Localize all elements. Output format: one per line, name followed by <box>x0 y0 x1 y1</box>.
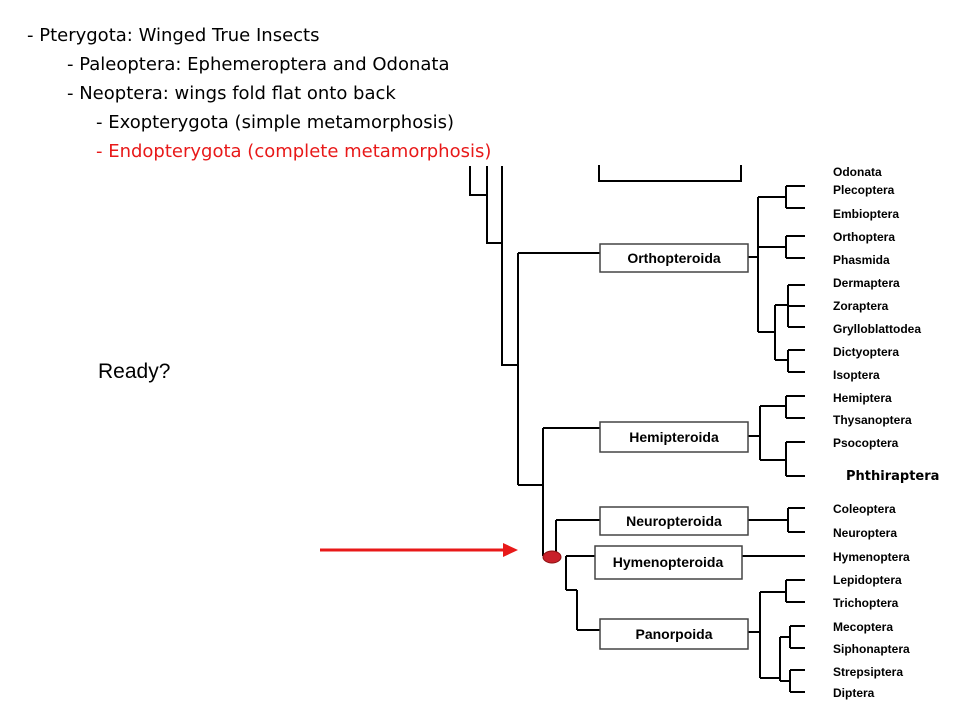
taxon-label: Coleoptera <box>833 502 896 516</box>
phthiraptera-annotation: Phthiraptera <box>846 469 940 484</box>
taxon-label: Trichoptera <box>833 596 899 610</box>
hemipteroida-box <box>599 421 749 453</box>
taxon-label: Mecoptera <box>833 620 893 634</box>
bullet-line: - Exopterygota (simple metamorphosis) <box>96 112 454 133</box>
taxon-label: Strepsiptera <box>833 665 903 679</box>
bullet-line: - Paleoptera: Ephemeroptera and Odonata <box>67 54 450 75</box>
taxon-label: Isoptera <box>833 368 880 382</box>
text-backdrop <box>0 0 560 166</box>
taxon-label: Dermaptera <box>833 276 900 290</box>
red-arrow-icon <box>320 543 518 557</box>
group-label: Hemipteroida <box>629 429 719 445</box>
taxon-label: Phasmida <box>833 253 890 267</box>
bullet-line-highlighted: - Endopterygota (complete metamorphosis) <box>96 141 492 162</box>
taxon-label: Dictyoptera <box>833 345 899 359</box>
group-label: Orthopteroida <box>627 250 721 266</box>
taxon-label: Diptera <box>833 686 875 700</box>
tree-branches <box>469 165 805 693</box>
taxon-label: Thysanoptera <box>833 413 912 427</box>
taxon-label: Embioptera <box>833 207 899 221</box>
group-label: Panorpoida <box>635 626 712 642</box>
taxon-label: Odonata <box>833 165 882 179</box>
taxon-label: Hemiptera <box>833 391 892 405</box>
hymenopteroida-box <box>594 545 743 580</box>
taxon-label: Lepidoptera <box>833 573 902 587</box>
panorpoida-box <box>599 618 749 650</box>
ready-prompt: Ready? <box>98 360 171 383</box>
group-label: Hymenopteroida <box>613 554 724 570</box>
taxon-label: Orthoptera <box>833 230 895 244</box>
taxon-label: Plecoptera <box>833 183 895 197</box>
taxon-label: Grylloblattodea <box>833 322 921 336</box>
group-label: Neuropteroida <box>626 513 722 529</box>
node-marker-icon <box>542 550 562 564</box>
taxon-label: Neuroptera <box>833 526 897 540</box>
neuropteroida-box <box>599 506 749 536</box>
taxon-label: Zoraptera <box>833 299 889 313</box>
orthopteroida-box <box>599 243 749 273</box>
bullet-line: - Neoptera: wings fold flat onto back <box>67 83 396 104</box>
taxon-label: Psocoptera <box>833 436 899 450</box>
taxon-label: Siphonaptera <box>833 642 910 656</box>
bullet-line: - Pterygota: Winged True Insects <box>27 25 320 46</box>
taxon-label: Hymenoptera <box>833 550 910 564</box>
